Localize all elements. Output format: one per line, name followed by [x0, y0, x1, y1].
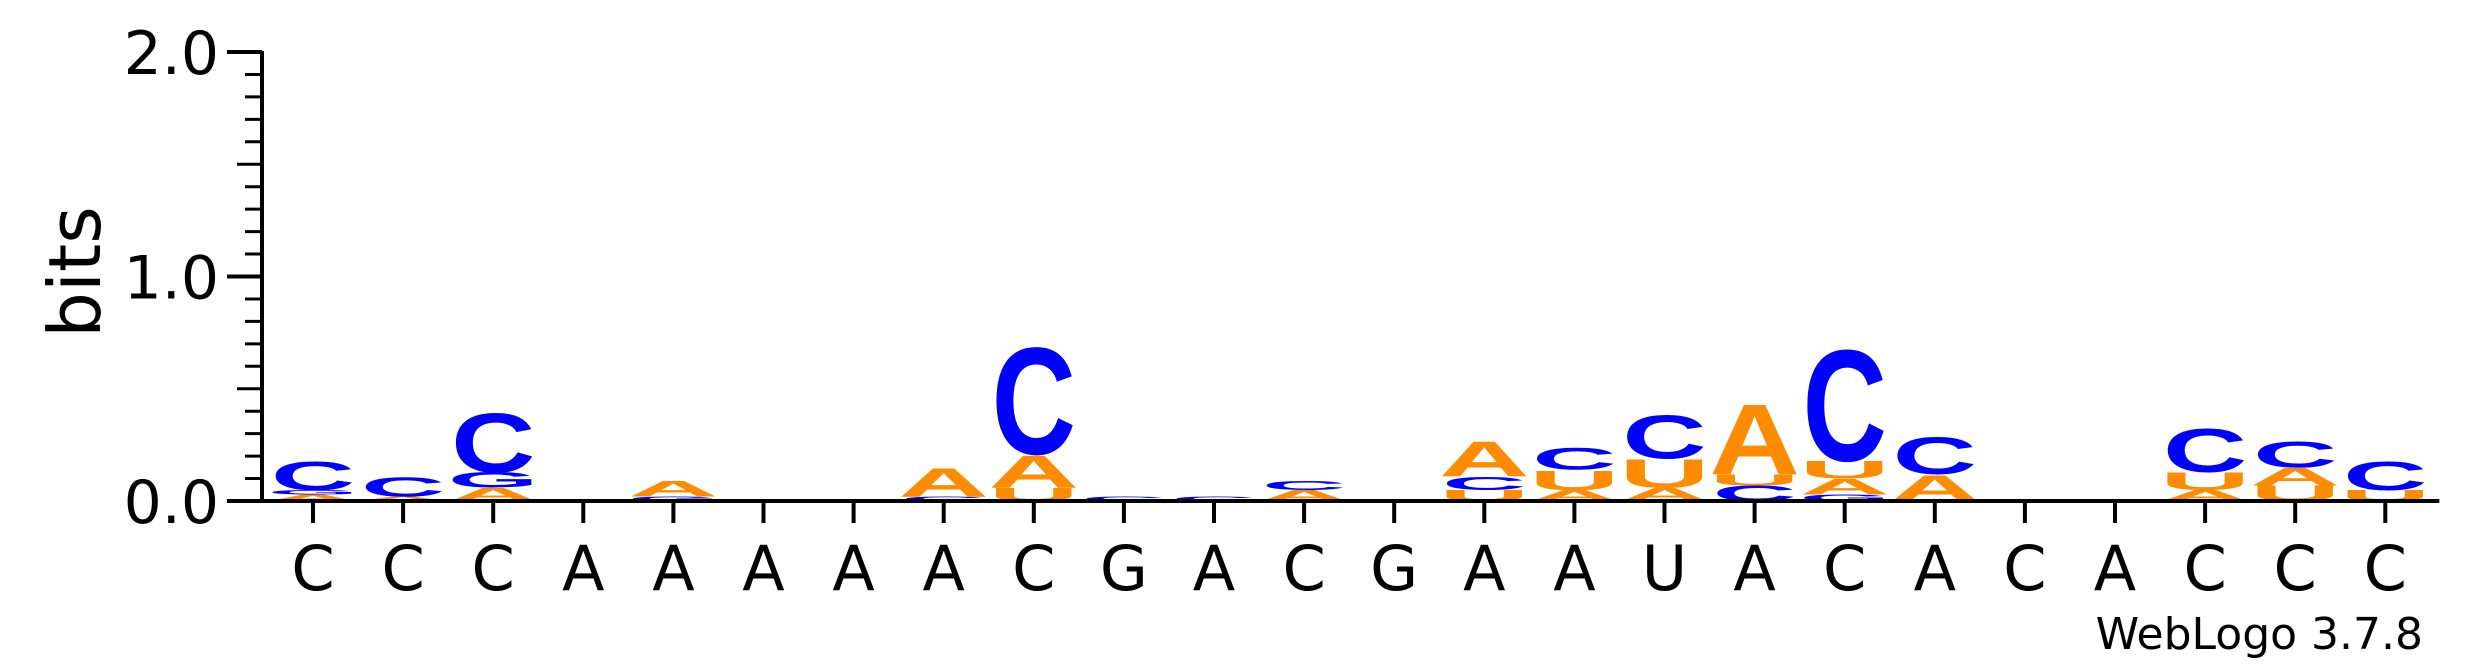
- x-tick-label: A: [1553, 532, 1595, 605]
- y-axis-label: bits: [33, 206, 117, 337]
- y-tick-label: 2.0: [124, 19, 219, 89]
- logo-letter-G: G: [628, 495, 719, 502]
- x-tick-label: A: [562, 532, 604, 605]
- x-tick-label: C: [1012, 532, 1055, 605]
- logo-letter-A: A: [1439, 432, 1530, 487]
- logo-letter-A: A: [898, 460, 989, 505]
- x-tick-label: A: [2094, 532, 2136, 605]
- x-tick-label: A: [1463, 532, 1505, 605]
- logo-letter-C: C: [1172, 495, 1256, 502]
- x-tick-label: C: [2364, 532, 2407, 605]
- x-tick-label: A: [742, 532, 784, 605]
- logo-letter-C: C: [1532, 442, 1616, 477]
- x-tick-label: C: [1282, 532, 1325, 605]
- x-tick-label: A: [1914, 532, 1956, 605]
- logo-letter-A: A: [628, 477, 719, 501]
- logo-letter-G: G: [1799, 493, 1890, 504]
- x-tick-label: G: [1370, 532, 1418, 605]
- logo-letter-C: C: [2163, 415, 2247, 485]
- x-tick-label: A: [1733, 532, 1775, 605]
- x-tick-label: A: [652, 532, 694, 605]
- logo-letter-A: A: [268, 493, 359, 503]
- logo-letter-C: C: [1082, 495, 1166, 502]
- logo-letter-C: C: [2343, 453, 2427, 498]
- logo-letter-A: A: [1709, 384, 1800, 496]
- x-tick-label: C: [2183, 532, 2226, 605]
- logo-letter-A: A: [1799, 475, 1890, 499]
- x-tick-label: C: [381, 532, 424, 605]
- logo-letter-U: U: [1529, 465, 1620, 496]
- y-tick-label: 0.0: [124, 468, 219, 538]
- logo-letter-G: G: [448, 468, 539, 492]
- logo-letter-A: A: [358, 495, 449, 502]
- x-tick-label: C: [472, 532, 515, 605]
- logo-letter-C: C: [992, 316, 1076, 487]
- x-tick-label: G: [1100, 532, 1148, 605]
- x-tick-label: C: [2274, 532, 2317, 605]
- logo-letter-U: U: [1709, 471, 1800, 488]
- logo-letter-C: C: [271, 453, 355, 498]
- logo-letter-U: U: [1799, 456, 1890, 484]
- logo-letter-A: A: [989, 446, 1080, 498]
- logo-letter-C: C: [1262, 479, 1346, 493]
- y-axis: 0.0 1.0 2.0: [124, 19, 264, 538]
- y-tick-label: 1.0: [124, 244, 219, 314]
- x-tick-label: C: [1823, 532, 1866, 605]
- logo-letter-A: A: [2250, 463, 2341, 491]
- logo-letter-C: C: [902, 495, 986, 502]
- logo-letter-C: C: [1442, 473, 1526, 494]
- logo-letter-C: C: [2253, 434, 2337, 475]
- logo-letter-C: C: [451, 396, 535, 490]
- logo-letter-C: C: [1622, 402, 1706, 472]
- logo-letter-C: C: [361, 471, 445, 502]
- x-tick-label: C: [2003, 532, 2046, 605]
- x-tick-label: A: [922, 532, 964, 605]
- x-tick-label: A: [832, 532, 874, 605]
- logo-letter-U: U: [2160, 467, 2251, 495]
- logo-letter-C: C: [1893, 427, 1977, 486]
- x-tick-label: A: [1193, 532, 1235, 605]
- x-tick-label: C: [291, 532, 334, 605]
- x-tick-label: U: [1642, 532, 1687, 605]
- weblogo-credit: WebLogo 3.7.8: [2096, 609, 2423, 660]
- logo-letter-U: U: [1619, 451, 1710, 496]
- logo-letter-C: C: [1803, 317, 1887, 495]
- logo-letter-G: G: [268, 489, 359, 496]
